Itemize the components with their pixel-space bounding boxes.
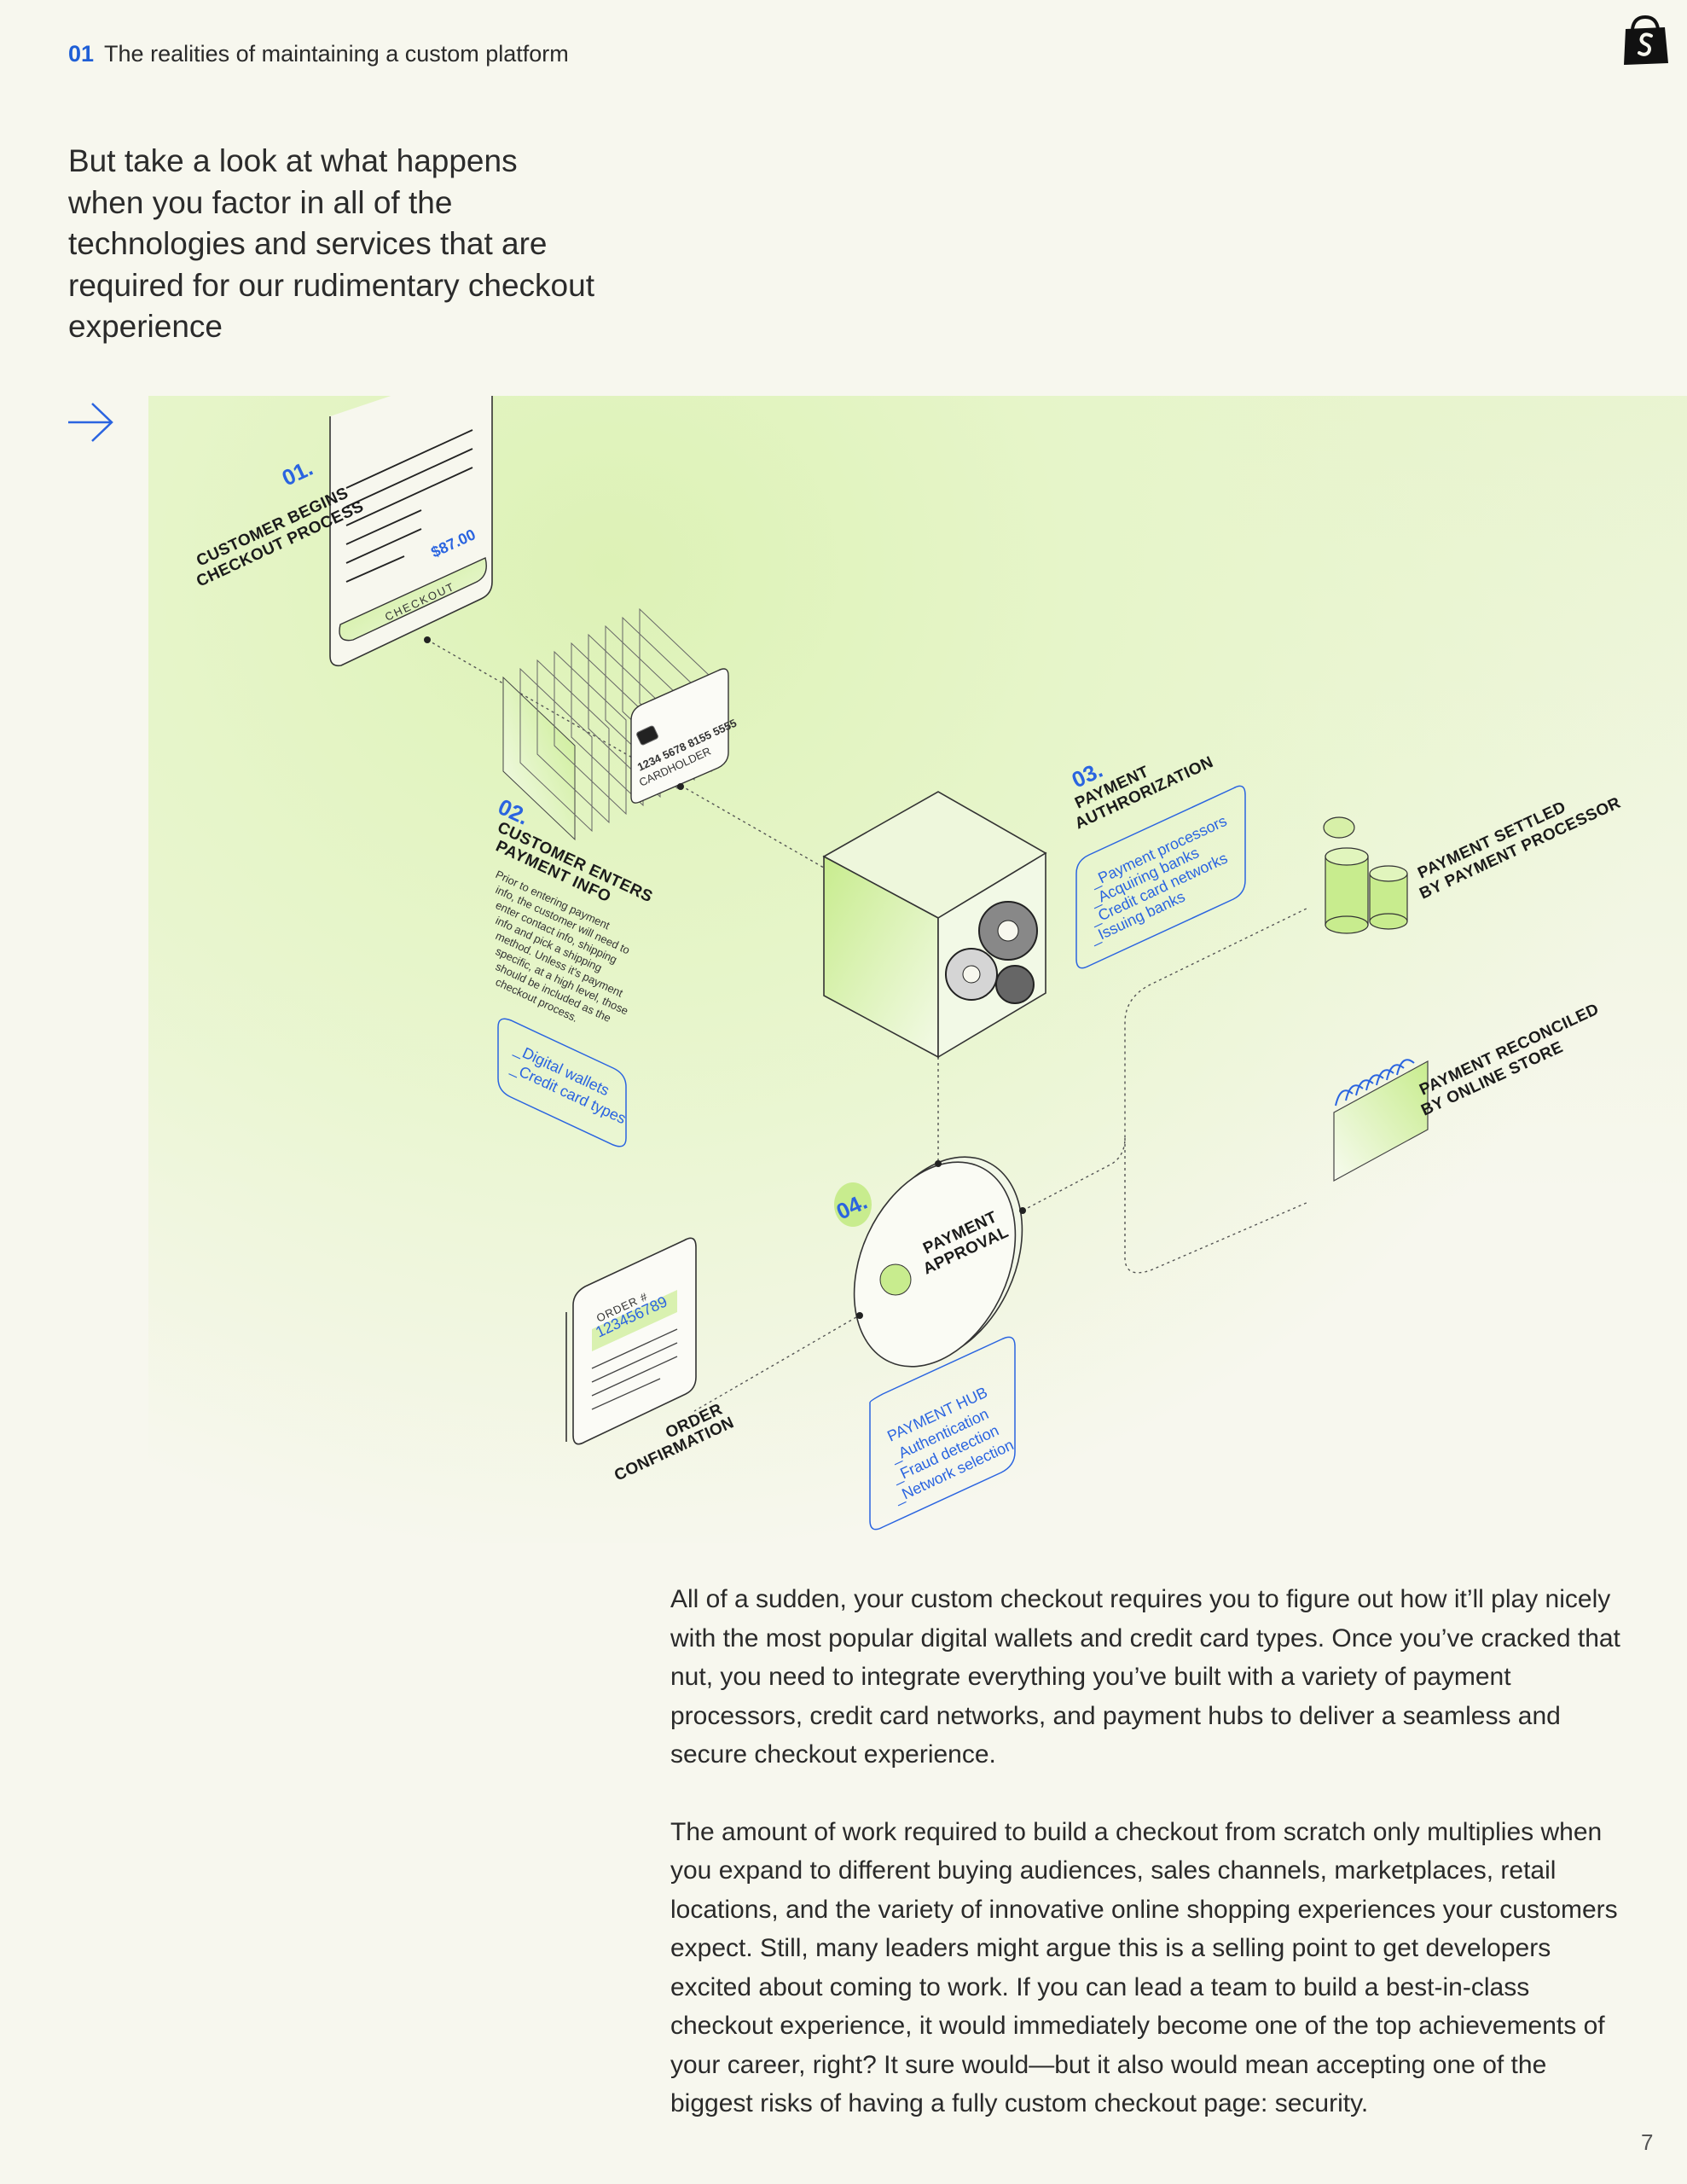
settled-line2: BY PAYMENT PROCESSOR [1417, 794, 1623, 903]
step3-gear-cube [822, 791, 1047, 1059]
step1-checkout-phone: $87.00 CHECKOUT 01. CUSTOMER BEGINS CHEC… [194, 396, 493, 667]
intro-text: But take a look at what happens when you… [68, 143, 594, 344]
step2-card-stack [502, 607, 729, 841]
step1-number: 01. [278, 455, 316, 491]
section-number: 01 [68, 41, 95, 67]
section-header: 01 The realities of maintaining a custom … [68, 41, 569, 67]
body-text: All of a sudden, your custom checkout re… [670, 1580, 1634, 2162]
checkout-flow-diagram: $87.00 CHECKOUT 01. CUSTOMER BEGINS CHEC… [148, 396, 1687, 1543]
diagram-canvas: $87.00 CHECKOUT 01. CUSTOMER BEGINS CHEC… [194, 396, 1624, 1531]
body-paragraph-2: The amount of work required to build a c… [670, 1817, 1618, 2118]
step2-label: 02. CUSTOMER ENTERS PAYMENT INFO Prior t… [493, 793, 655, 1147]
order-confirmation-phone: ORDER # 123456789 ORDER CONFIRMATION [565, 1237, 737, 1485]
receipt-files-icon [1333, 1059, 1429, 1182]
step3-label: 03. PAYMENT AUTHRORIZATION _Payment proc… [1068, 753, 1246, 969]
page-number: 7 [1641, 2129, 1654, 2155]
connector-lines [426, 639, 1309, 1412]
arrow-right-icon [68, 403, 113, 442]
clock-icon [879, 1263, 912, 1296]
coin-stack-icon [1323, 816, 1408, 934]
reconciled-line1: PAYMENT RECONCILED [1417, 1000, 1602, 1099]
shopping-bag-logo-icon [1624, 15, 1668, 65]
step4-approval-disc: 04. PAYMENT APPROVAL PAYMENT HUB _Authen… [832, 1156, 1026, 1531]
body-paragraph-1: All of a sudden, your custom checkout re… [670, 1585, 1620, 1769]
section-title: The realities of maintaining a custom pl… [104, 41, 569, 67]
